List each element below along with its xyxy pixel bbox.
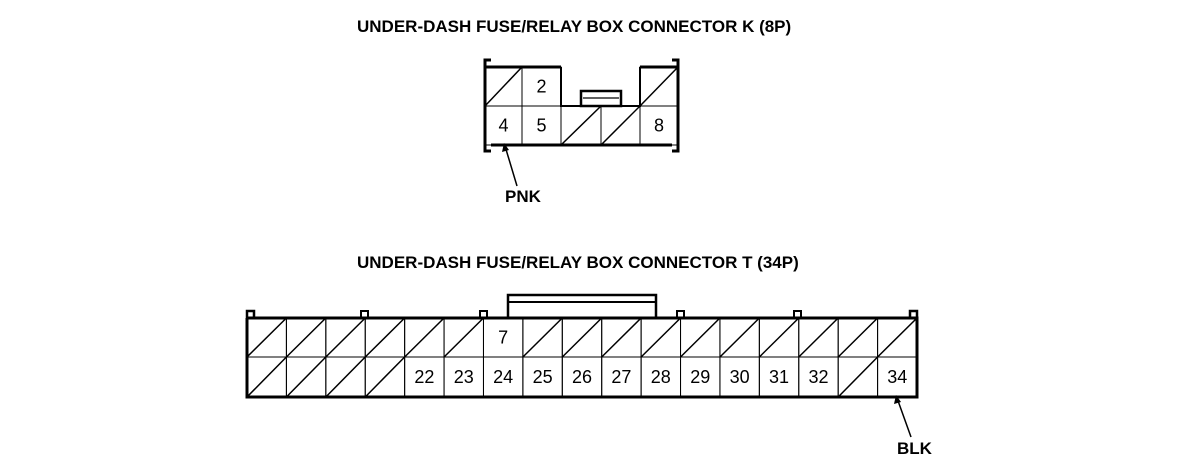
connector-t-cavity-25-label: 25 [533,367,553,387]
connector-t-cavity-5-empty-hatch [404,317,445,358]
connector-t-cavity-7-label: 7 [498,328,508,348]
connector-t-key-4 [793,310,802,319]
connector-t-cavity-14-empty-hatch [758,317,800,358]
connector-t-leader-arrowhead [894,395,901,404]
connector-k-cavity-8-label: 8 [654,116,664,136]
connector-t-cavity-29-label: 29 [690,367,710,387]
connector-t-key-1 [360,310,369,319]
connector-t-cavity-21-empty-hatch [364,356,406,398]
connector-t-cavity-1-empty-hatch [246,317,287,358]
connector-t-cavity-10-empty-hatch [601,317,642,358]
connector-k-cavity-5-label: 5 [536,116,546,136]
connector-k-cavity-7-empty-hatch [600,105,641,146]
connector-t-cavity-20-empty-hatch [325,356,366,398]
connector-t-cavity-30-label: 30 [730,367,750,387]
wire-color-blk: BLK [897,439,932,458]
connector-t-cavity-18-empty-hatch [246,356,287,398]
connector-t-cavity-31-label: 31 [769,367,789,387]
connector-t-cavity-12-empty-hatch [680,317,721,358]
connector-k-cavity-2-label: 2 [536,77,546,97]
wire-color-pnk: PNK [505,187,541,206]
connector-t-cavity-22-label: 22 [414,367,434,387]
connector-k: 2 4 5 8 [483,58,680,187]
connector-k-cavity-4-label: 4 [498,116,508,136]
connector-k-lock-tab [579,89,623,108]
connector-t: 7 22 23 24 25 26 27 28 29 30 31 32 34 [245,293,919,438]
connector-t-lock-tab [506,293,658,318]
connector-t-title: UNDER-DASH FUSE/RELAY BOX CONNECTOR T (3… [357,253,799,272]
connector-t-right-notch [908,309,919,318]
connector-t-cavity-19-empty-hatch [285,356,327,398]
connector-t-leader-line [896,397,912,438]
connector-t-cavity-27-label: 27 [611,367,631,387]
connector-t-cavity-6-empty-hatch [443,317,484,358]
connector-t-cavity-13-empty-hatch [719,317,760,358]
connector-t-cavity-4-empty-hatch [364,317,406,358]
connector-t-cavity-8-empty-hatch [522,317,563,358]
connector-k-leader-arrowhead [502,143,509,152]
connector-t-cavity-34-label: 34 [887,367,907,387]
connector-k-cavity-6-empty-hatch [560,105,602,146]
connector-t-key-2 [479,310,488,319]
connector-t-cavity-3-empty-hatch [325,317,366,358]
connector-k-cavity-3-empty-hatch [639,66,679,107]
connector-t-cavity-32-label: 32 [808,367,828,387]
connector-t-cavity-28-label: 28 [651,367,671,387]
connector-k-cavity-1-empty-hatch [484,66,523,107]
connector-t-cavity-24-label: 24 [493,367,513,387]
connector-k-leader-line [504,145,518,187]
connector-t-left-notch [245,309,256,318]
connector-t-cavity-33-empty-hatch [837,356,879,398]
connector-k-housing-right [672,58,680,153]
connector-t-cavity-9-empty-hatch [561,317,603,358]
connector-t-cavity-16-empty-hatch [837,317,879,358]
connector-k-housing-left [483,58,491,153]
connector-t-housing [245,316,919,399]
connector-t-cavity-2-empty-hatch [285,317,327,358]
connector-k-title: UNDER-DASH FUSE/RELAY BOX CONNECTOR K (8… [357,17,792,36]
connector-t-cavity-26-label: 26 [572,367,592,387]
connector-t-cavity-23-label: 23 [454,367,474,387]
connector-t-cavity-15-empty-hatch [798,317,839,358]
connector-k-housing-recess [560,67,641,107]
connector-t-cavity-17-empty-hatch [877,317,918,358]
connector-t-key-3 [676,310,685,319]
connector-t-cavity-11-empty-hatch [640,317,682,358]
